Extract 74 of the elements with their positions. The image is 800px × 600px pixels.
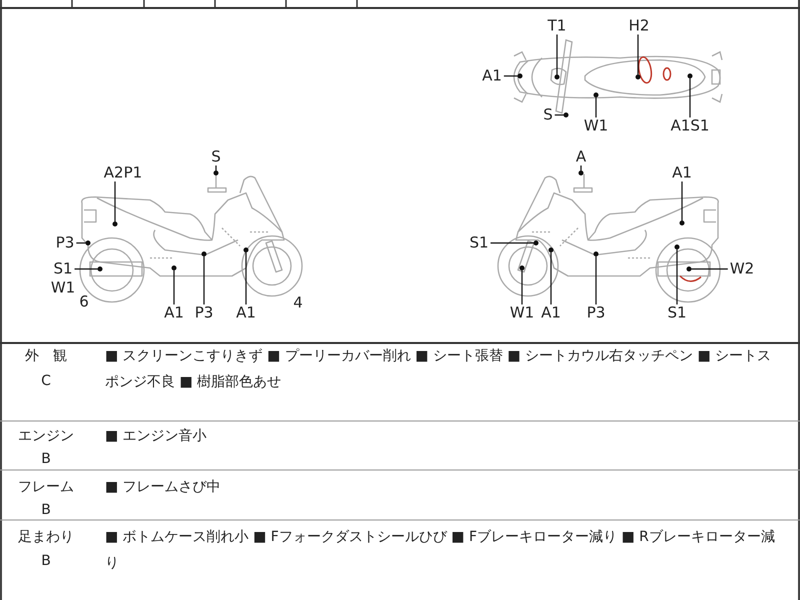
- callout-label: A1S1: [670, 118, 710, 134]
- leader-line: [595, 256, 597, 304]
- point-marker: [98, 266, 102, 272]
- callout-label: H2: [628, 18, 650, 34]
- callout-label: S1: [53, 262, 73, 276]
- leader-line: [504, 75, 518, 77]
- point-marker: [688, 74, 692, 78]
- point-marker: [636, 74, 640, 80]
- leader-line: [245, 252, 247, 304]
- point-marker: [548, 248, 554, 252]
- leader-line: [173, 270, 175, 304]
- callout-number: 6: [79, 294, 89, 310]
- callout-label: A: [576, 150, 586, 164]
- callout-label: A1: [164, 306, 184, 320]
- grade-label: B: [41, 501, 51, 520]
- callout-label: T1: [548, 18, 566, 34]
- defect-list: ■ ボトムケース削れ小 ■ Fフォークダストシールひび ■ Fブレーキローター減り ■ Rブレーキローター減り: [105, 524, 785, 576]
- defect-list: ■ エンジン音小: [105, 423, 785, 449]
- callout-label: P3: [586, 306, 606, 320]
- leader-line: [114, 182, 116, 222]
- leader-line: [203, 256, 205, 304]
- point-marker: [686, 266, 692, 272]
- grade-label: B: [41, 450, 51, 469]
- defect-list: ■ フレームさび中: [105, 474, 785, 500]
- callout-label: S: [543, 108, 553, 122]
- leader-line: [490, 242, 534, 244]
- point-marker: [680, 220, 684, 226]
- callout-label: W1: [584, 118, 608, 134]
- callout-label: W2: [730, 262, 754, 276]
- callout-label: S: [211, 150, 221, 164]
- point-marker: [244, 248, 248, 252]
- row-heading: エンジン: [18, 427, 74, 446]
- row-heading: 足まわり: [18, 528, 74, 547]
- leader-line: [637, 34, 639, 74]
- callout-label: A1: [236, 306, 256, 320]
- leader-line: [689, 78, 691, 118]
- leader-line: [76, 242, 86, 244]
- leader-line: [556, 34, 558, 74]
- point-marker: [86, 240, 90, 246]
- defect-list: ■ スクリーンこすりきず ■ プーリーカバー削れ ■ シート張替 ■ シートカウル右タッチペン ■ シートスポンジ不良 ■ 樹脂部色あせ: [105, 343, 785, 395]
- callout-label: S1: [469, 236, 489, 250]
- point-marker: [518, 74, 522, 78]
- leader-line: [681, 182, 683, 220]
- row-heading: フレーム: [18, 478, 74, 497]
- point-marker: [674, 244, 680, 250]
- point-marker: [594, 252, 598, 256]
- callout-label: A2P1: [104, 166, 142, 180]
- point-marker: [214, 170, 218, 176]
- point-marker: [202, 252, 206, 256]
- point-marker: [520, 266, 524, 270]
- leader-line: [676, 250, 678, 304]
- callout-label: P3: [56, 236, 74, 250]
- callout-number: 4: [293, 296, 303, 310]
- point-marker: [564, 112, 568, 118]
- point-marker: [554, 74, 560, 80]
- callout-label: W1: [510, 306, 534, 320]
- callout-label: A1: [482, 68, 502, 84]
- leader-line: [74, 268, 98, 270]
- leader-line: [595, 98, 597, 118]
- point-marker: [578, 170, 584, 176]
- callout-label: A1: [672, 166, 692, 180]
- grade-label: B: [41, 552, 51, 571]
- callout-label: P3: [194, 306, 214, 320]
- callout-label: S1: [667, 306, 687, 320]
- point-marker: [534, 240, 538, 246]
- grade-label: C: [41, 372, 51, 391]
- point-marker: [112, 222, 118, 226]
- callout-label: W1: [50, 280, 76, 296]
- point-marker: [594, 92, 598, 98]
- leader-line: [550, 252, 552, 304]
- callout-label: A1: [541, 306, 561, 320]
- leader-line: [521, 270, 523, 304]
- row-heading: 外 観: [25, 347, 67, 366]
- point-marker: [172, 266, 176, 270]
